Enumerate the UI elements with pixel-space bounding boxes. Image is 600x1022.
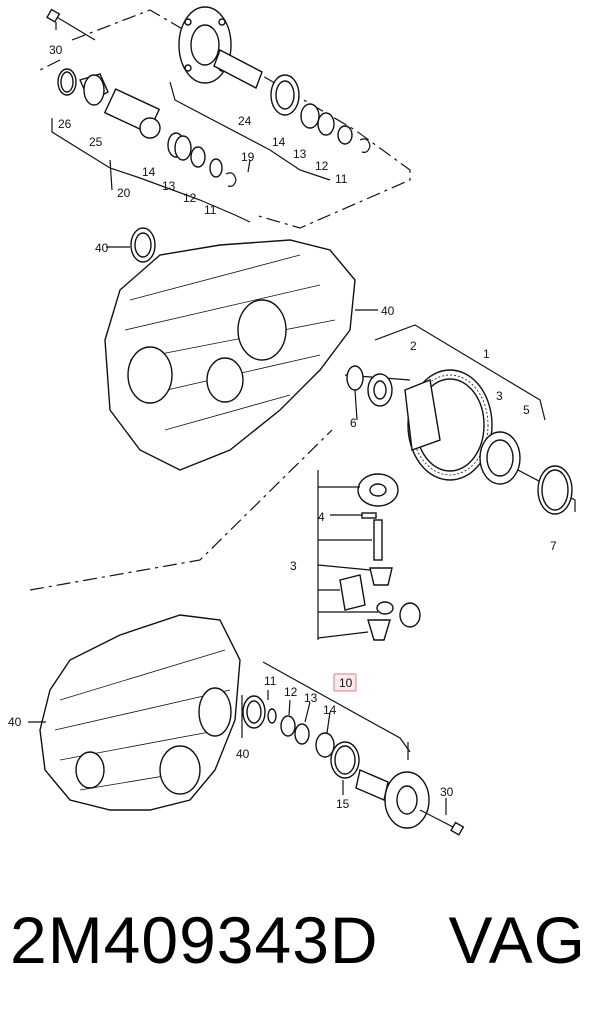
callout-7: 7 <box>550 539 557 553</box>
callout-3-a: 3 <box>496 389 503 403</box>
top-group-frame <box>39 9 411 229</box>
callout-11-a: 11 <box>204 203 217 217</box>
callout-1: 1 <box>483 347 490 361</box>
differential-assembly <box>346 365 573 515</box>
callout-13-c: 13 <box>304 691 318 705</box>
highlight-box-10 <box>333 673 357 692</box>
callout-40-a: 40 <box>95 241 109 255</box>
callout-20: 20 <box>117 186 131 200</box>
callout-12-b: 12 <box>315 159 329 173</box>
gearbox-housing-bottom <box>28 614 241 811</box>
callout-25: 25 <box>89 135 103 149</box>
exploded-parts-diagram: 30 26 25 20 14 13 12 11 24 19 14 13 12 1… <box>8 6 576 836</box>
callout-3-b: 3 <box>290 559 297 573</box>
callout-10: 10 <box>339 676 353 690</box>
callout-12-c: 12 <box>284 685 298 699</box>
callout-5: 5 <box>523 403 530 417</box>
callout-24: 24 <box>238 114 252 128</box>
callout-19: 19 <box>241 150 255 164</box>
callout-2: 2 <box>410 339 417 353</box>
brand-name: VAG <box>448 903 586 977</box>
callout-4: 4 <box>318 510 325 524</box>
callout-11-c: 11 <box>264 674 277 688</box>
spider-gear-set <box>317 473 421 641</box>
callout-labels: 30 26 25 20 14 13 12 11 24 19 14 13 12 1… <box>8 43 557 811</box>
callout-40-b: 40 <box>381 304 395 318</box>
callout-40-c: 40 <box>8 715 22 729</box>
callout-6: 6 <box>350 416 357 430</box>
part-number: 2M409343D <box>10 903 379 977</box>
callout-26: 26 <box>58 117 72 131</box>
callout-11-b: 11 <box>335 172 348 186</box>
callout-14-b: 14 <box>272 135 286 149</box>
footer: 2M409343D VAG <box>0 895 600 985</box>
left-output-shaft <box>57 68 237 187</box>
callout-14-a: 14 <box>142 165 156 179</box>
callout-30-bottom: 30 <box>440 785 454 799</box>
upper-flange-shaft <box>178 6 371 153</box>
callout-14-c: 14 <box>323 703 337 717</box>
gearbox-housing-middle <box>104 227 378 471</box>
callout-13-a: 13 <box>162 179 176 193</box>
callout-15: 15 <box>336 797 350 811</box>
callout-12-a: 12 <box>183 191 197 205</box>
callout-40-d: 40 <box>236 747 250 761</box>
callout-30-top: 30 <box>49 43 63 57</box>
bolt-30-top <box>46 8 96 41</box>
bottom-output-shaft <box>241 661 465 836</box>
callout-13-b: 13 <box>293 147 307 161</box>
